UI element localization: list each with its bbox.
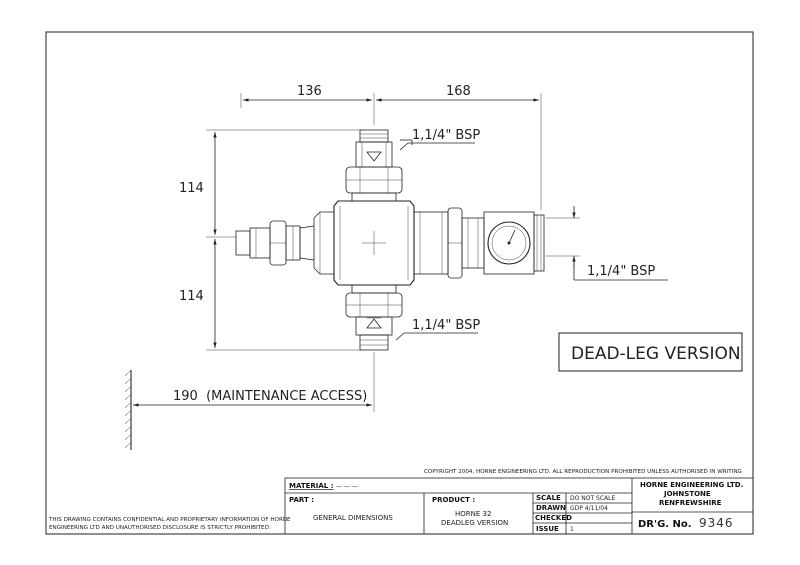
drawing-number-label: DR'G. No.	[638, 519, 692, 530]
product-label: PRODUCT :	[432, 496, 475, 504]
product-line-2: DEADLEG VERSION	[441, 519, 508, 527]
dim-lower-height: 114	[179, 289, 204, 304]
material-label: MATERIAL :	[289, 482, 334, 490]
gauge-icon	[487, 221, 531, 265]
bsp-bottom-label: 1,1/4" BSP	[412, 318, 480, 333]
dim-left-width: 136	[297, 84, 322, 99]
drawing-frame	[45, 31, 754, 535]
material-value: — — —	[336, 483, 358, 490]
dim-upper-height: 114	[179, 181, 204, 196]
dim-right-width: 168	[446, 84, 471, 99]
confidential-line-1: THIS DRAWING CONTAINS CONFIDENTIAL AND P…	[48, 517, 291, 523]
bsp-right-label: 1,1/4" BSP	[587, 264, 655, 279]
copyright-note: COPYRIGHT 2004, HORNE ENGINEERING LTD. A…	[424, 469, 742, 475]
dimension-lines	[124, 93, 668, 450]
version-label: DEAD-LEG VERSION	[571, 344, 741, 364]
bsp-top-label: 1,1/4" BSP	[412, 128, 480, 143]
company-line-2: JOHNSTONE	[663, 490, 711, 498]
issue-value: 1	[570, 526, 574, 533]
dim-maintenance: 190 (MAINTENANCE ACCESS)	[173, 389, 367, 404]
company-line-1: HORNE ENGINEERING LTD.	[640, 481, 743, 489]
drawn-value: GDP 4/11/04	[570, 505, 608, 512]
company-line-3: RENFREWSHIRE	[659, 499, 722, 507]
scale-label: SCALE	[536, 494, 561, 502]
issue-label: ISSUE	[536, 525, 559, 533]
product-line-1: HORNE 32	[455, 510, 491, 518]
valve-assembly	[235, 129, 545, 351]
drawing-number-value: 9346	[699, 516, 734, 530]
confidential-line-2: ENGINEERING LTD AND UNAUTHORISED DISCLOS…	[49, 525, 271, 531]
scale-value: DO NOT SCALE	[570, 495, 615, 502]
part-label: PART :	[289, 496, 314, 504]
title-block	[284, 477, 754, 535]
part-value: GENERAL DIMENSIONS	[313, 514, 393, 522]
version-box	[558, 332, 743, 372]
drawn-label: DRAWN	[536, 504, 566, 512]
checked-label: CHECKED	[535, 514, 572, 522]
